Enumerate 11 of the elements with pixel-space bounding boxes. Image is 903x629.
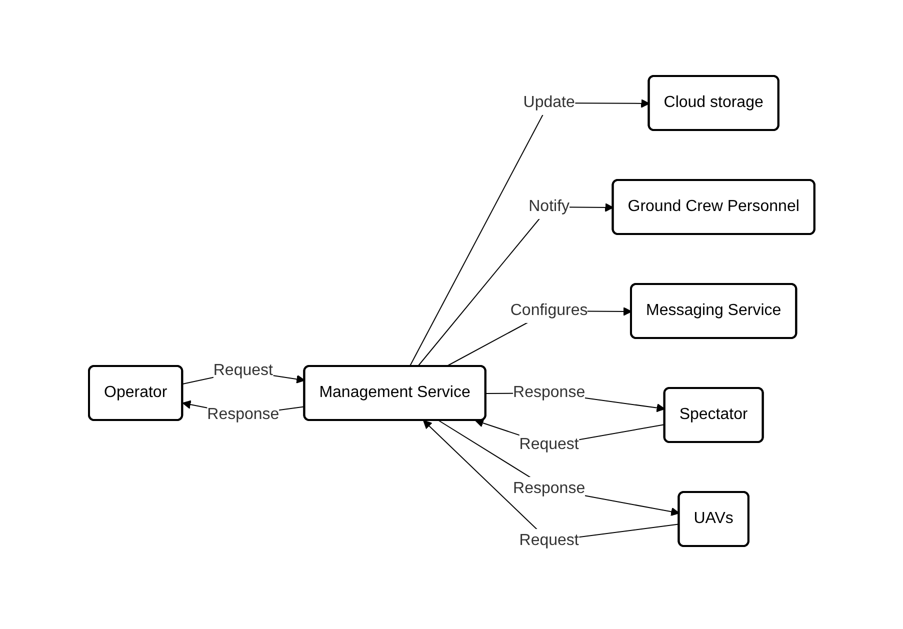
edge-label: Response bbox=[512, 480, 585, 497]
edge-label: Configures bbox=[510, 302, 588, 319]
edge-label: Request bbox=[213, 362, 273, 379]
edge-label: Update bbox=[523, 94, 575, 111]
arrow bbox=[438, 420, 680, 516]
arrow bbox=[416, 203, 614, 367]
edge-label: Notify bbox=[528, 198, 570, 215]
edge-label: Response bbox=[512, 384, 585, 401]
edge-label: Request bbox=[519, 532, 579, 549]
edge-label: Response bbox=[206, 406, 279, 423]
edge-label: Request bbox=[519, 436, 579, 453]
